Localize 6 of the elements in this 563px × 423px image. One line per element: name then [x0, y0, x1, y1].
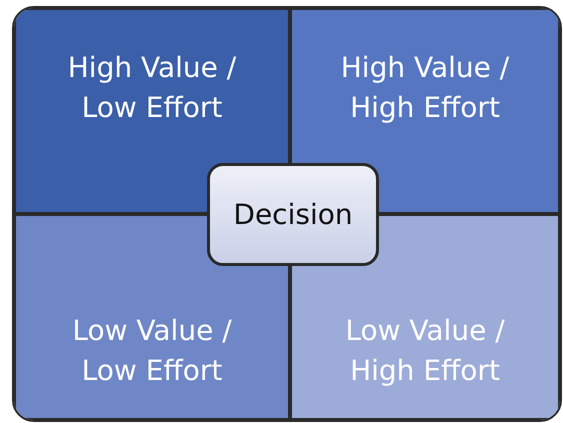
quadrant-label: High Value / High Effort: [340, 50, 510, 126]
quadrant-label: Low Value / Low Effort: [71, 313, 233, 389]
quadrant-label: Low Value / High Effort: [344, 313, 506, 389]
quadrant-label: High Value / Low Effort: [66, 50, 238, 126]
decision-label: Decision: [233, 198, 353, 231]
decision-box: [207, 163, 379, 266]
